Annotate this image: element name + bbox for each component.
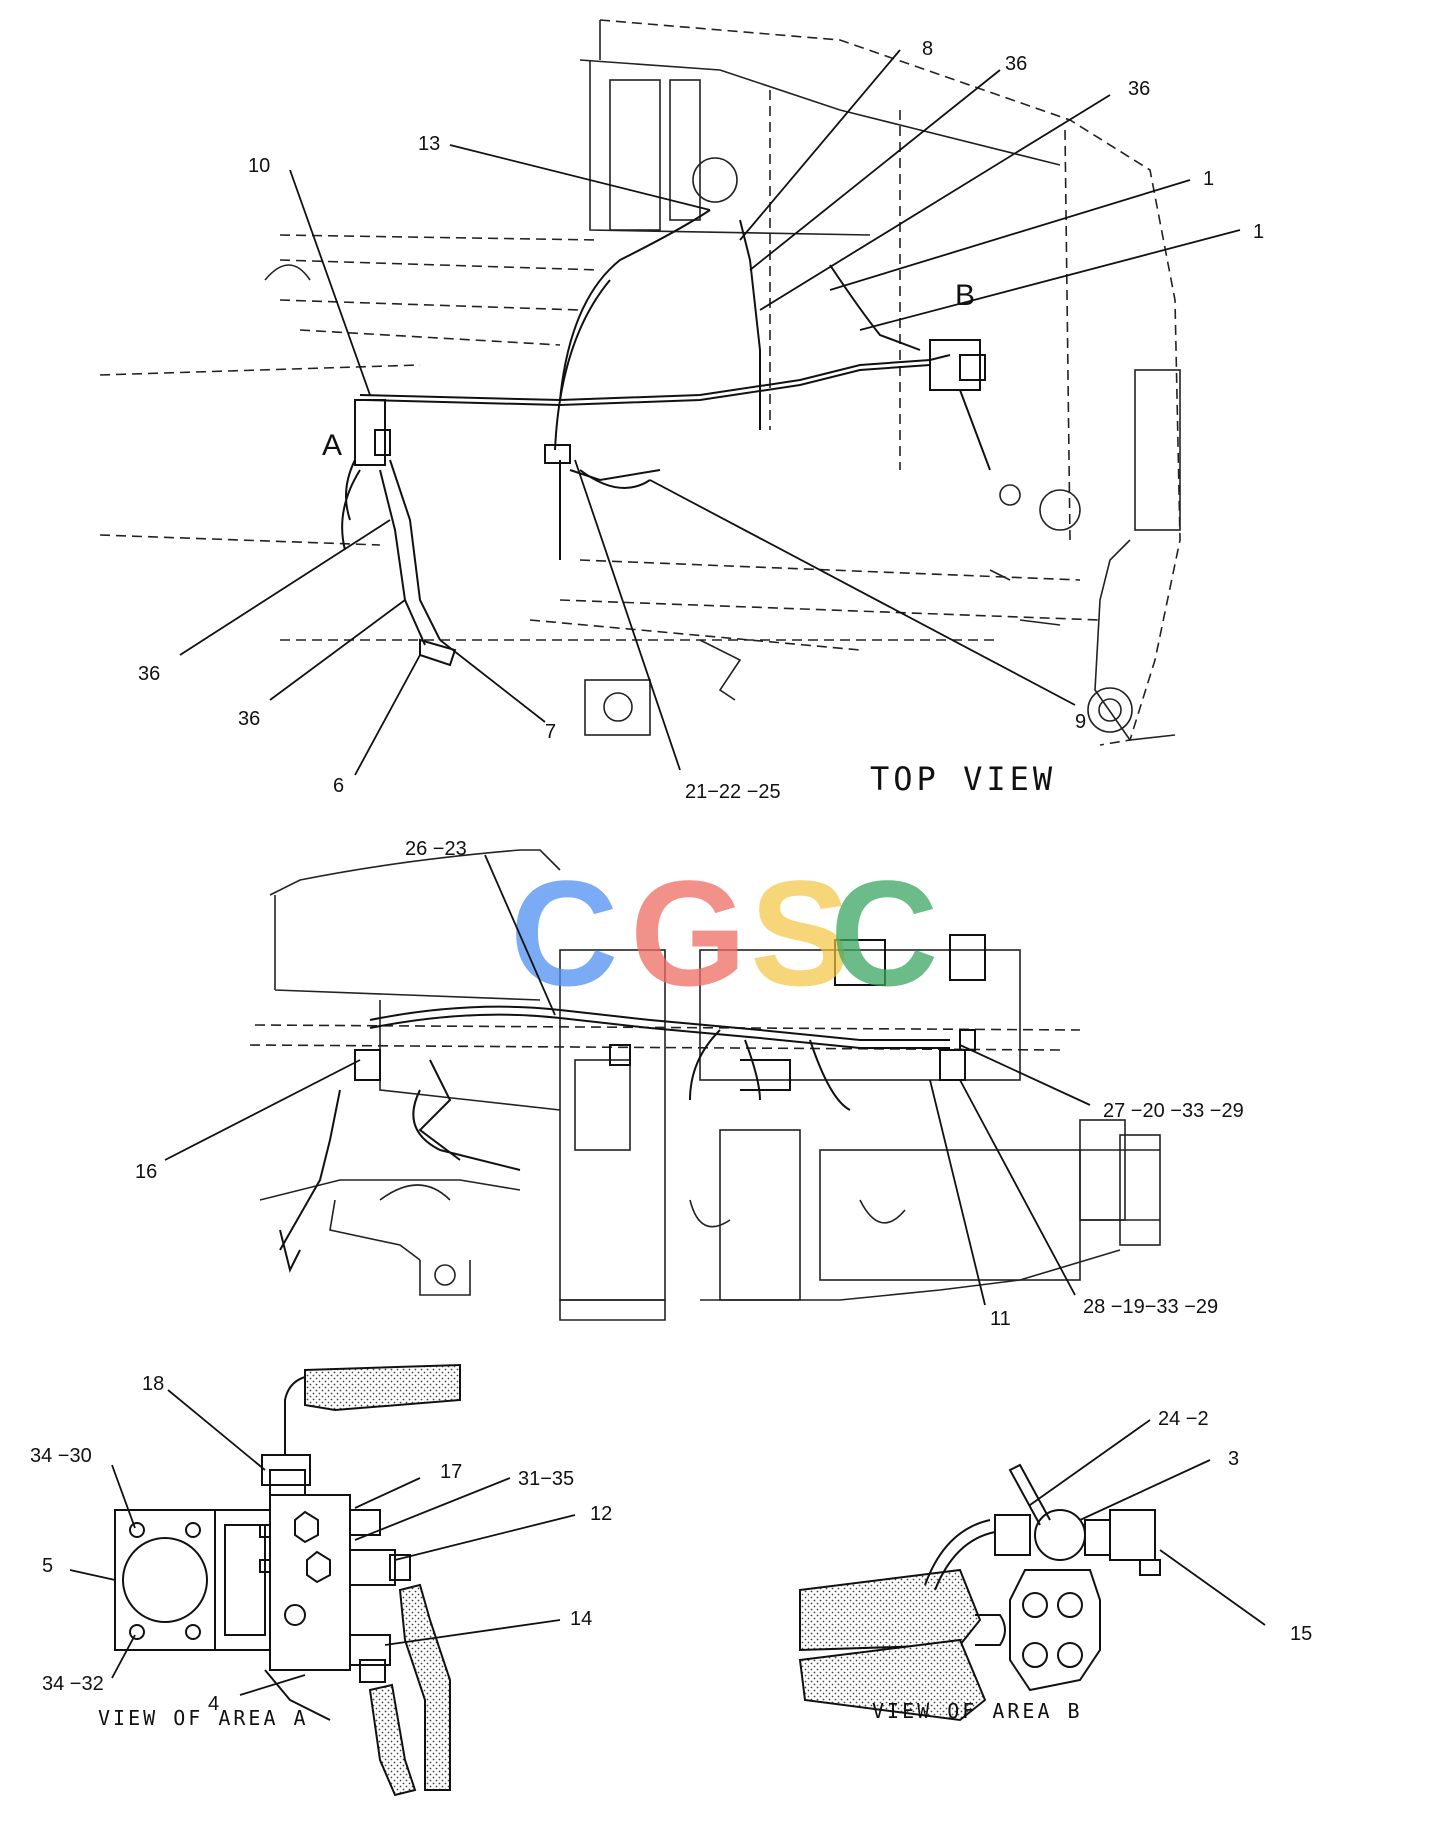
callout-label: 36	[1005, 53, 1027, 75]
callout-label: 9	[1075, 711, 1086, 733]
callout-label: 1	[1253, 221, 1264, 243]
area-b-leaders	[1029, 1419, 1266, 1626]
area-markers: A B	[322, 279, 975, 462]
callout-label: 6	[333, 775, 344, 797]
side-view-drawing	[249, 849, 1161, 1321]
callout-label: 8	[922, 38, 933, 60]
callout-label: 11	[990, 1308, 1011, 1330]
top-view-leaders	[179, 49, 1241, 776]
area-a-drawing	[114, 1363, 461, 1797]
callout-label: 34 −32	[42, 1673, 104, 1695]
callout-label: 5	[42, 1555, 53, 1577]
callout-label: 4	[208, 1693, 219, 1715]
callout-label: 18	[142, 1373, 164, 1395]
caption-view-of-area-b: VIEW OF AREA B	[872, 1699, 1083, 1723]
callouts-top-view: 8 36 36 13 10 1 1 36 36 7 6 9 21−22 −25	[138, 38, 1264, 803]
callouts-side-view: 26 −23 16 27 −20 −33 −29 11 28 −19−33 −2…	[135, 838, 1244, 1330]
watermark: C G S C	[510, 849, 938, 1017]
callout-label: 27 −20 −33 −29	[1103, 1100, 1244, 1122]
callout-label: 31−35	[518, 1468, 574, 1490]
callout-label: 24 −2	[1158, 1408, 1209, 1430]
callout-label: 14	[570, 1608, 592, 1630]
callout-label: 16	[135, 1161, 157, 1183]
caption-view-of-area-a: VIEW OF AREA A	[98, 1706, 309, 1730]
watermark-letter-g: G	[630, 849, 747, 1017]
area-b-drawing	[798, 1463, 1161, 1722]
callout-label: 7	[545, 721, 556, 743]
area-a-leaders	[69, 1389, 576, 1696]
callout-label: 1	[1203, 168, 1214, 190]
callout-label: 36	[1128, 78, 1150, 100]
watermark-letter-c2: C	[830, 849, 938, 1017]
callout-label: 21−22 −25	[685, 781, 781, 803]
callout-label: 12	[590, 1503, 612, 1525]
callout-label: 28 −19−33 −29	[1083, 1296, 1218, 1318]
watermark-letter-c1: C	[510, 849, 618, 1017]
watermark-letter-s: S	[750, 849, 850, 1017]
callout-label: 36	[238, 708, 260, 730]
callout-label: 3	[1228, 1448, 1239, 1470]
callout-label: 17	[440, 1461, 462, 1483]
caption-top-view: TOP VIEW	[870, 760, 1056, 798]
callouts-area-b: 24 −2 3 15	[1158, 1408, 1312, 1645]
callouts-area-a: 18 34 −30 17 31−35 12 5 14 34 −32 4	[30, 1373, 612, 1715]
top-view-drawing	[99, 19, 1181, 746]
view-captions: TOP VIEW VIEW OF AREA A VIEW OF AREA B	[98, 760, 1083, 1730]
callout-label: 15	[1290, 1623, 1312, 1645]
callout-label: 26 −23	[405, 838, 467, 860]
callout-label: 36	[138, 663, 160, 685]
area-marker-a: A	[322, 429, 342, 462]
callout-label: 13	[418, 133, 440, 155]
area-marker-b: B	[955, 279, 975, 312]
side-view-leaders	[164, 854, 1091, 1306]
callout-label: 10	[248, 155, 270, 177]
callout-label: 34 −30	[30, 1445, 92, 1467]
